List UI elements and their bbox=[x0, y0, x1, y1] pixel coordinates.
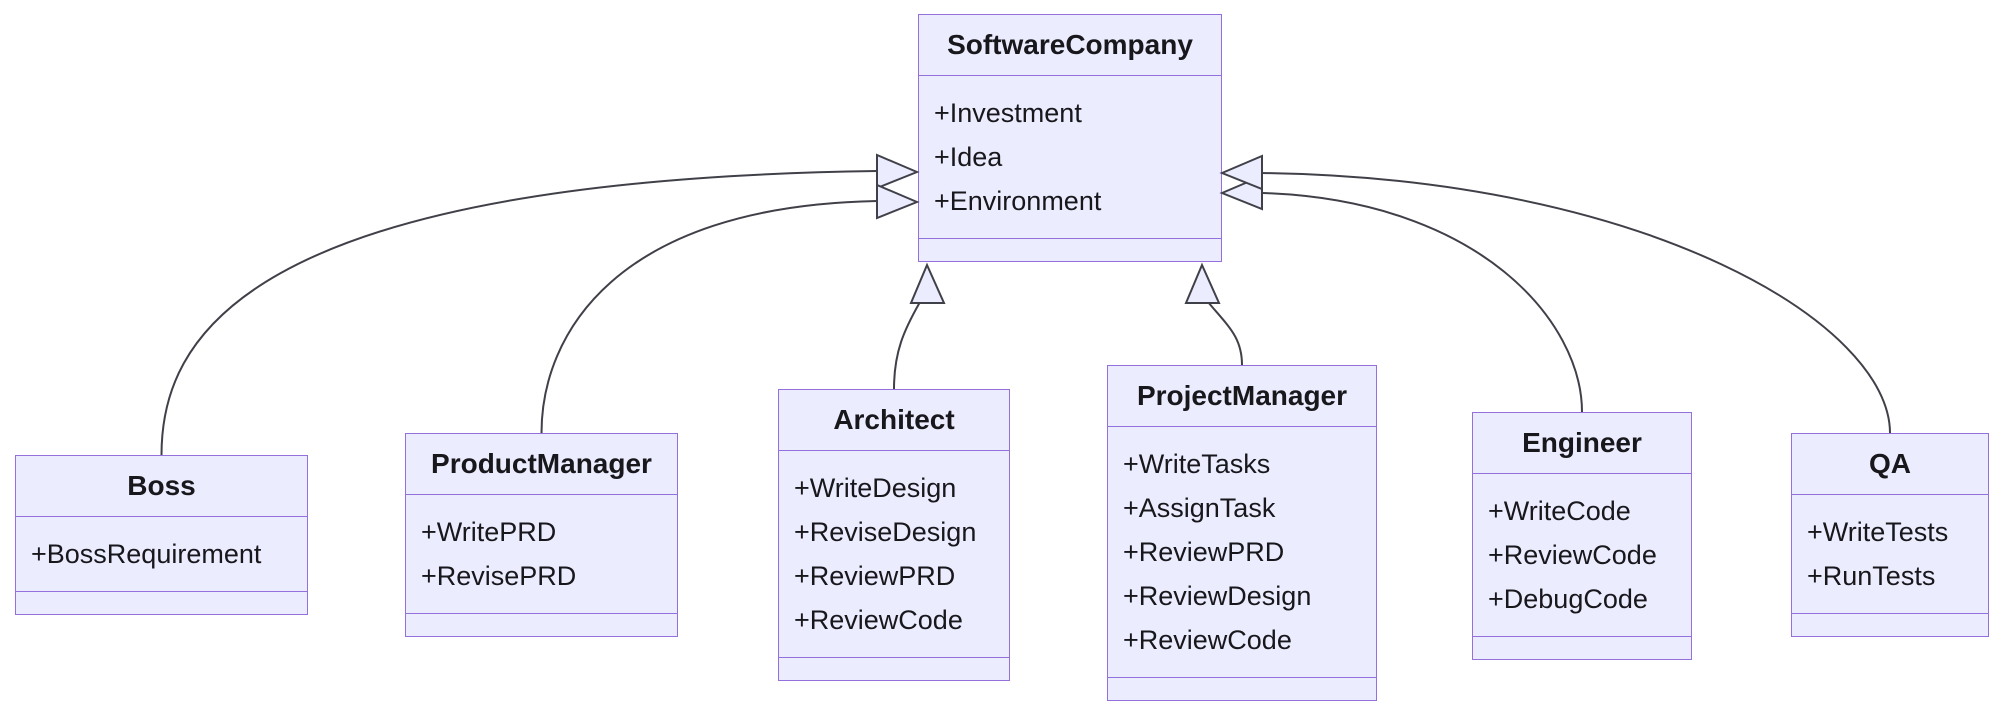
class-title: Architect bbox=[833, 404, 955, 435]
attributes-compartment: +WriteTasks +AssignTask +ReviewPRD +Revi… bbox=[1108, 426, 1376, 678]
class-attribute: +RevisePRD bbox=[421, 561, 577, 591]
class-attribute: +BossRequirement bbox=[31, 539, 262, 569]
class-node-boss: Boss +BossRequirement bbox=[15, 455, 308, 615]
class-attribute: +ReviewDesign bbox=[1123, 581, 1312, 611]
class-attribute: +ReviewCode bbox=[1123, 625, 1292, 655]
edge-projectmanager-to-softwarecompany bbox=[1207, 301, 1243, 366]
class-attribute: +WriteTasks bbox=[1123, 449, 1271, 479]
edge-boss-to-softwarecompany bbox=[160, 170, 878, 456]
class-attribute: +WriteTests bbox=[1807, 517, 1949, 547]
methods-compartment bbox=[1792, 614, 1988, 636]
inheritance-arrowhead-qa bbox=[1219, 154, 1263, 191]
inheritance-arrowhead-boss bbox=[876, 153, 920, 190]
class-attribute: +WritePRD bbox=[421, 517, 557, 547]
class-attribute: +ReviewCode bbox=[1488, 540, 1657, 570]
class-node-qa: QA +WriteTests +RunTests bbox=[1791, 433, 1989, 637]
methods-compartment bbox=[919, 239, 1221, 261]
attributes-compartment: +Investment +Idea +Environment bbox=[919, 75, 1221, 239]
class-title: SoftwareCompany bbox=[947, 29, 1193, 60]
class-attribute: +Idea bbox=[934, 142, 1003, 172]
class-attribute: +DebugCode bbox=[1488, 584, 1648, 614]
attributes-compartment: +WritePRD +RevisePRD bbox=[406, 494, 677, 614]
class-attribute: +AssignTask bbox=[1123, 493, 1276, 523]
methods-compartment bbox=[16, 592, 307, 614]
methods-compartment bbox=[1108, 678, 1376, 700]
attributes-compartment: +WriteTests +RunTests bbox=[1792, 494, 1988, 614]
class-attribute: +Environment bbox=[934, 186, 1102, 216]
class-attribute: +Investment bbox=[934, 98, 1082, 128]
attributes-compartment: +WriteCode +ReviewCode +DebugCode bbox=[1473, 473, 1691, 637]
methods-compartment bbox=[779, 658, 1009, 680]
class-title: Engineer bbox=[1522, 427, 1642, 458]
class-attribute: +WriteCode bbox=[1488, 496, 1631, 526]
class-node-productmanager: ProductManager +WritePRD +RevisePRD bbox=[405, 433, 678, 637]
class-title: Boss bbox=[127, 470, 196, 501]
class-title: ProjectManager bbox=[1136, 380, 1348, 411]
inheritance-arrowhead-projectmanager bbox=[1184, 262, 1221, 304]
attributes-compartment: +WriteDesign +ReviseDesign +ReviewPRD +R… bbox=[779, 450, 1009, 658]
class-attribute: +ReviewPRD bbox=[794, 561, 956, 591]
methods-compartment bbox=[406, 614, 677, 636]
methods-compartment bbox=[1473, 637, 1691, 659]
inheritance-arrowhead-engineer bbox=[1219, 174, 1263, 211]
edge-architect-to-softwarecompany bbox=[893, 301, 921, 390]
class-node-softwarecompany: SoftwareCompany +Investment +Idea +Envir… bbox=[918, 14, 1222, 262]
class-title: QA bbox=[1869, 448, 1911, 479]
class-attribute: +RunTests bbox=[1807, 561, 1936, 591]
class-title: ProductManager bbox=[431, 448, 652, 479]
class-attribute: +ReviewCode bbox=[794, 605, 963, 635]
inheritance-arrowhead-architect bbox=[909, 262, 946, 304]
class-node-architect: Architect +WriteDesign +ReviseDesign +Re… bbox=[778, 389, 1010, 681]
class-attribute: +ReviewPRD bbox=[1123, 537, 1285, 567]
attributes-compartment: +BossRequirement bbox=[16, 516, 307, 592]
class-node-projectmanager: ProjectManager +WriteTasks +AssignTask +… bbox=[1107, 365, 1377, 701]
class-attribute: +ReviseDesign bbox=[794, 517, 977, 547]
class-node-engineer: Engineer +WriteCode +ReviewCode +DebugCo… bbox=[1472, 412, 1692, 660]
class-attribute: +WriteDesign bbox=[794, 473, 957, 503]
inheritance-arrowhead-productmanager bbox=[876, 183, 920, 220]
